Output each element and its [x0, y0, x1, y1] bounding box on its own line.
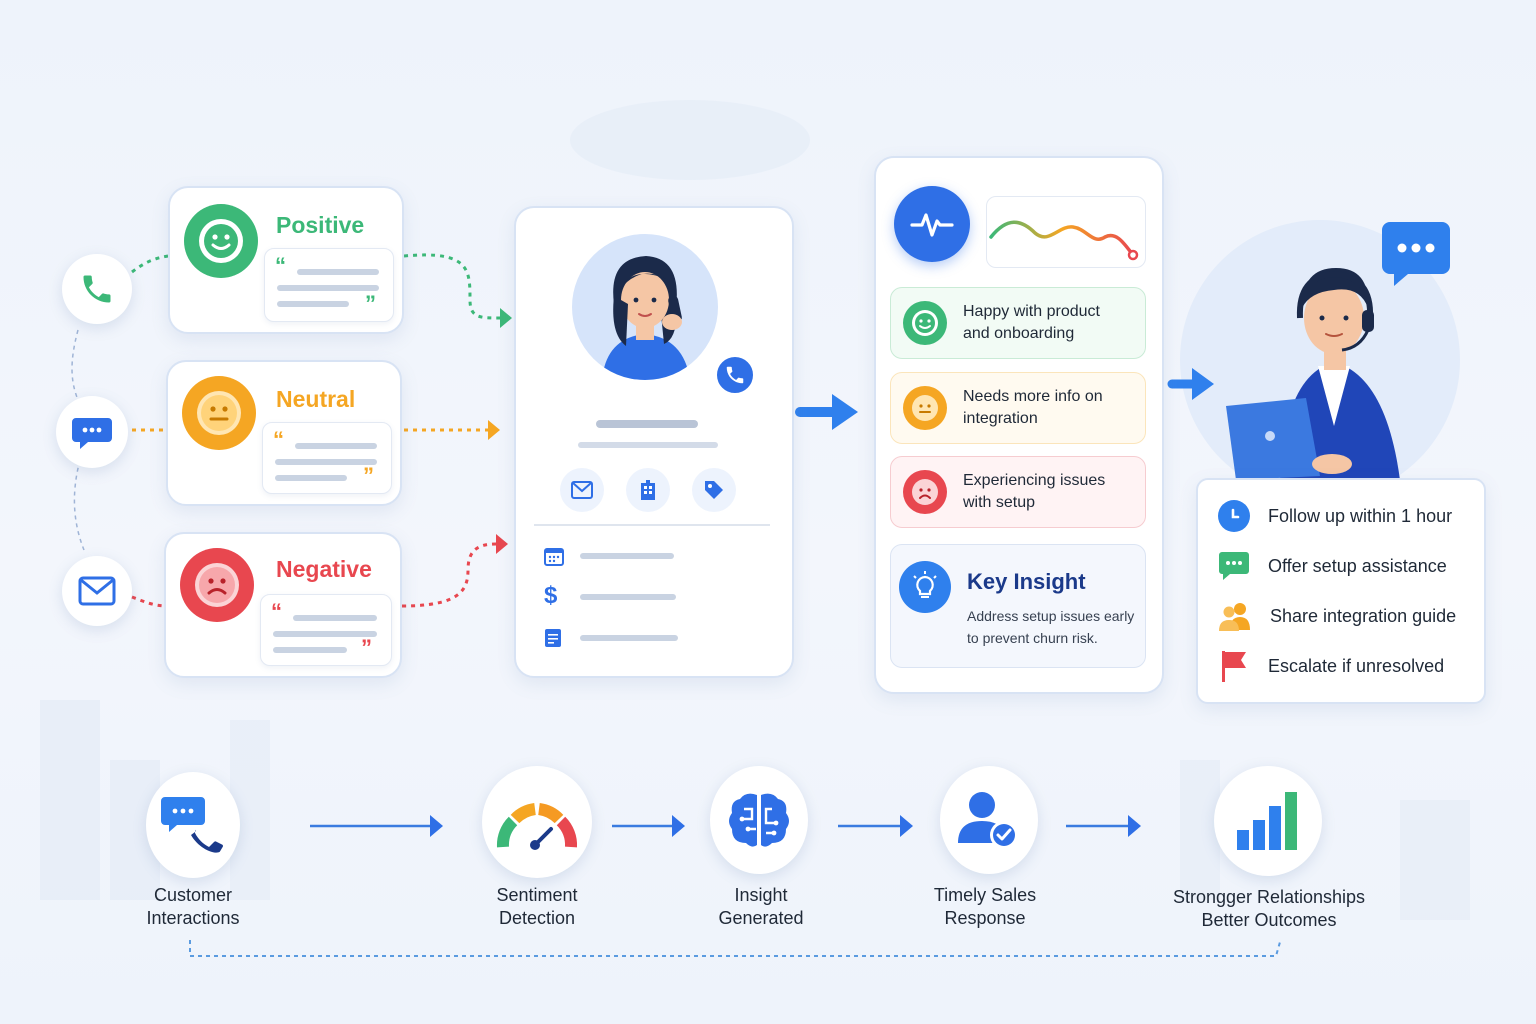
bar-chart-icon — [1237, 792, 1297, 850]
phone-channel[interactable] — [62, 254, 132, 324]
envelope-icon — [78, 576, 116, 606]
happy-face-icon — [184, 204, 258, 278]
gauge-icon — [496, 803, 578, 850]
action-escalate[interactable]: Escalate if unresolved — [1218, 648, 1444, 684]
sentiment-card-positive[interactable]: Positive “ ” — [168, 186, 404, 334]
step-timely-sales-response[interactable] — [940, 766, 1038, 874]
action-label: Share integration guide — [1270, 605, 1457, 626]
lightbulb-icon — [899, 561, 951, 613]
close-quote-icon: ” — [361, 635, 372, 660]
sad-face-icon — [180, 548, 254, 622]
neutral-face-icon — [182, 376, 256, 450]
company-action-icon[interactable] — [626, 468, 670, 512]
open-quote-icon: “ — [275, 253, 286, 278]
pulse-icon — [894, 186, 970, 262]
name-placeholder — [596, 420, 698, 428]
sales-rep-illustration — [1210, 226, 1470, 480]
open-quote-icon: “ — [271, 599, 282, 624]
calendar-icon — [544, 548, 564, 566]
dollar-icon: $ — [544, 582, 558, 609]
chat-icon — [1219, 552, 1249, 580]
document-icon — [545, 629, 561, 647]
action-integration-guide[interactable]: Share integration guide — [1218, 598, 1456, 634]
neutral-face-icon — [903, 386, 947, 430]
brain-icon — [729, 793, 789, 847]
chat-channel[interactable] — [56, 396, 128, 468]
key-insight-title: Key Insight — [967, 569, 1086, 594]
user-check-icon — [958, 792, 1018, 849]
email-channel[interactable] — [62, 556, 132, 626]
happy-face-icon — [903, 301, 947, 345]
quote-box: “ ” — [260, 594, 392, 666]
action-label: Follow up within 1 hour — [1268, 505, 1453, 526]
mail-action-icon[interactable] — [560, 468, 604, 512]
call-badge-icon[interactable] — [714, 354, 756, 396]
chat-phone-icon — [161, 797, 223, 853]
step-insight-generated[interactable] — [710, 766, 808, 874]
people-icon — [1219, 603, 1250, 631]
action-follow-up[interactable]: Follow up within 1 hour — [1218, 498, 1452, 534]
tag-action-icon[interactable] — [692, 468, 736, 512]
sentiment-trend-chart — [986, 196, 1146, 268]
close-quote-icon: ” — [365, 291, 376, 316]
step-customer-interactions[interactable] — [146, 772, 240, 878]
title-placeholder — [578, 442, 718, 448]
sentiment-card-neutral[interactable]: Neutral “ ” — [166, 360, 402, 506]
sad-face-icon — [903, 470, 947, 514]
sentiment-label-neutral: Neutral — [276, 386, 356, 412]
clock-icon — [1218, 500, 1250, 532]
sentiment-card-negative[interactable]: Negative “ ” — [164, 532, 402, 678]
sentiment-label-negative: Negative — [276, 556, 372, 582]
action-setup-assistance[interactable]: Offer setup assistance — [1218, 548, 1447, 584]
open-quote-icon: “ — [273, 427, 284, 452]
chat-bubble-icon — [72, 418, 112, 449]
quote-box: “ ” — [264, 248, 394, 322]
step-relationships-outcomes[interactable] — [1214, 766, 1322, 876]
customer-avatar — [572, 234, 718, 380]
profile-divider — [534, 524, 770, 526]
sentiment-label-positive: Positive — [276, 212, 365, 238]
close-quote-icon: ” — [363, 463, 374, 488]
step-sentiment-detection[interactable] — [482, 766, 592, 878]
flag-icon — [1222, 651, 1246, 682]
customer-profile-card[interactable]: $ — [514, 206, 794, 678]
quote-box: “ ” — [262, 422, 392, 494]
action-label: Offer setup assistance — [1268, 555, 1447, 576]
typing-chat-icon — [1380, 220, 1452, 293]
phone-icon — [83, 275, 111, 303]
action-label: Escalate if unresolved — [1268, 655, 1445, 676]
